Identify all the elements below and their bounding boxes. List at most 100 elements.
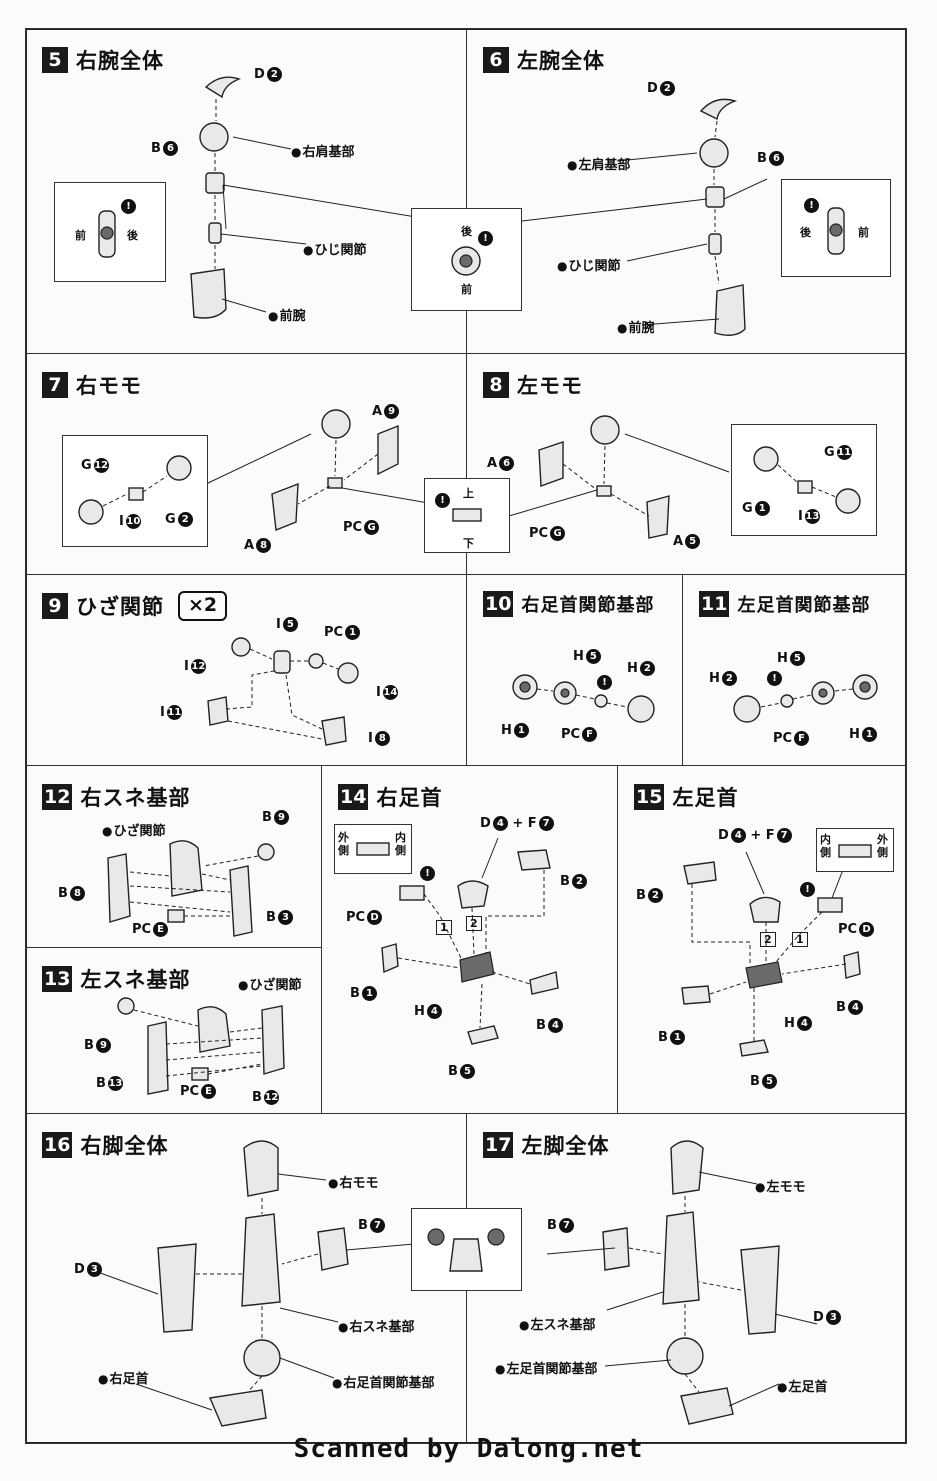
step-title: 右スネ基部 (80, 786, 191, 810)
step-number: 13 (42, 966, 73, 992)
label-left-shin-base: 左スネ基部 (519, 1314, 595, 1333)
step-title: 右足首関節基部 (521, 595, 655, 616)
step-2: 2 (466, 916, 482, 931)
label-forearm: 前腕 (268, 305, 305, 324)
shin-parts-diagram (117, 997, 285, 1095)
panel-title: 10 右足首関節基部 (483, 591, 654, 617)
label-left-ankle-joint-base: 左足首関節基部 (495, 1358, 597, 1377)
label-elbow: ひじ関節 (303, 239, 366, 258)
step-number: 9 (42, 593, 68, 619)
inset-up: 上 (463, 487, 474, 500)
shin-detail-inset-diagram (427, 1228, 505, 1272)
caution-mark: ! (433, 493, 450, 508)
caution-mark: ! (802, 198, 819, 213)
step-number: 10 (483, 591, 514, 617)
caution-mark: ! (418, 866, 435, 881)
caution-mark: ! (765, 671, 782, 686)
thigh-inset-diagram (753, 446, 861, 514)
step-number: 16 (42, 1132, 73, 1158)
step-1: 1 (792, 932, 808, 947)
ankle-parts-diagram (381, 837, 559, 1045)
caution-mark: ! (595, 675, 612, 690)
label-knee-joint: ひざ関節 (238, 974, 301, 993)
thigh-parts-diagram (205, 409, 435, 531)
label-knee-joint: ひざ関節 (102, 820, 165, 839)
label-right-ankle: 右足首 (98, 1368, 148, 1387)
label-left-thigh: 左モモ (755, 1176, 805, 1195)
label-left-shoulder: 左肩基部 (567, 154, 630, 173)
caution-mark: ! (476, 231, 493, 246)
label-right-thigh: 右モモ (328, 1172, 378, 1191)
inset-outer: 外側 (338, 831, 349, 857)
step-title: 右足首 (376, 786, 443, 810)
inset-front: 前 (461, 283, 472, 296)
inset-orientation: 内側 外側 (816, 828, 894, 872)
inset-front: 前 (858, 226, 869, 239)
leg-assembly-diagram (546, 1140, 818, 1425)
scan-credit: Scanned by Dalong.net (293, 1434, 644, 1464)
step-number: 17 (483, 1132, 514, 1158)
inset-thigh-orientation-center: 上 下 ! (424, 478, 510, 553)
step-number: 15 (634, 784, 665, 810)
elbow-inset-diagram (98, 210, 116, 258)
inset-shin-detail-center (411, 1208, 522, 1291)
inset-elbow-joint-center: 後 前 ! (411, 208, 522, 311)
shin-parts-diagram (107, 840, 275, 937)
inset-back: 後 (800, 226, 811, 239)
step-number: 11 (699, 591, 730, 617)
inset-inner: 内側 (395, 831, 406, 857)
caution-mark: ! (119, 199, 136, 214)
orientation-inset-diagram (838, 844, 872, 858)
label-elbow: ひじ関節 (557, 255, 620, 274)
inset-inner: 内側 (820, 833, 831, 859)
ankle-base-parts-diagram (512, 674, 655, 723)
